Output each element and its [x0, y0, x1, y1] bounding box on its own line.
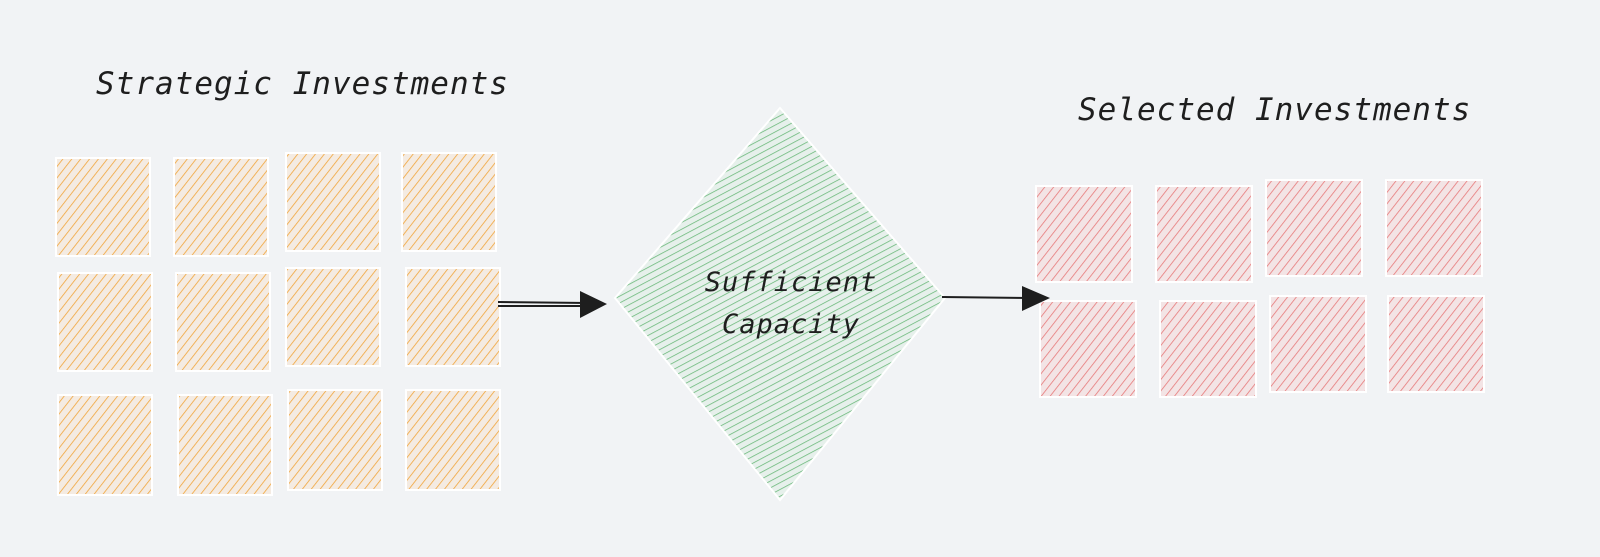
strategic-investment-box-11	[287, 389, 383, 491]
strategic-investment-box-1	[55, 157, 151, 257]
arrow-right-icon	[497, 291, 607, 318]
strategic-investment-box-2	[173, 157, 269, 257]
selected-investment-box-8	[1387, 295, 1485, 393]
arrow-right-icon	[941, 286, 1050, 311]
selected-investment-box-4	[1385, 179, 1483, 277]
strategic-investment-box-5	[57, 272, 153, 372]
selected-investment-box-2	[1155, 185, 1253, 283]
strategic-investment-box-3	[285, 152, 381, 252]
strategic-investment-box-10	[177, 394, 273, 496]
selected-investment-box-6	[1159, 300, 1257, 398]
strategic-investments-title: Strategic Investments	[96, 66, 509, 102]
selected-investment-box-3	[1265, 179, 1363, 277]
strategic-investment-box-6	[175, 272, 271, 372]
selected-investment-box-1	[1035, 185, 1133, 283]
sufficient-capacity-diamond	[613, 106, 947, 502]
strategic-investment-box-7	[285, 267, 381, 367]
strategic-investment-box-4	[401, 152, 497, 252]
strategic-investments-grid	[55, 152, 501, 496]
strategic-investment-box-9	[57, 394, 153, 496]
strategic-investment-box-12	[405, 389, 501, 491]
selected-investment-box-5	[1039, 300, 1137, 398]
selected-investments-title: Selected Investments	[1078, 92, 1472, 128]
sufficient-capacity-label: Sufficient Capacity	[704, 267, 878, 340]
selected-investments-grid	[1035, 179, 1485, 398]
selected-investment-box-7	[1269, 295, 1367, 393]
strategic-investment-box-8	[405, 267, 501, 367]
